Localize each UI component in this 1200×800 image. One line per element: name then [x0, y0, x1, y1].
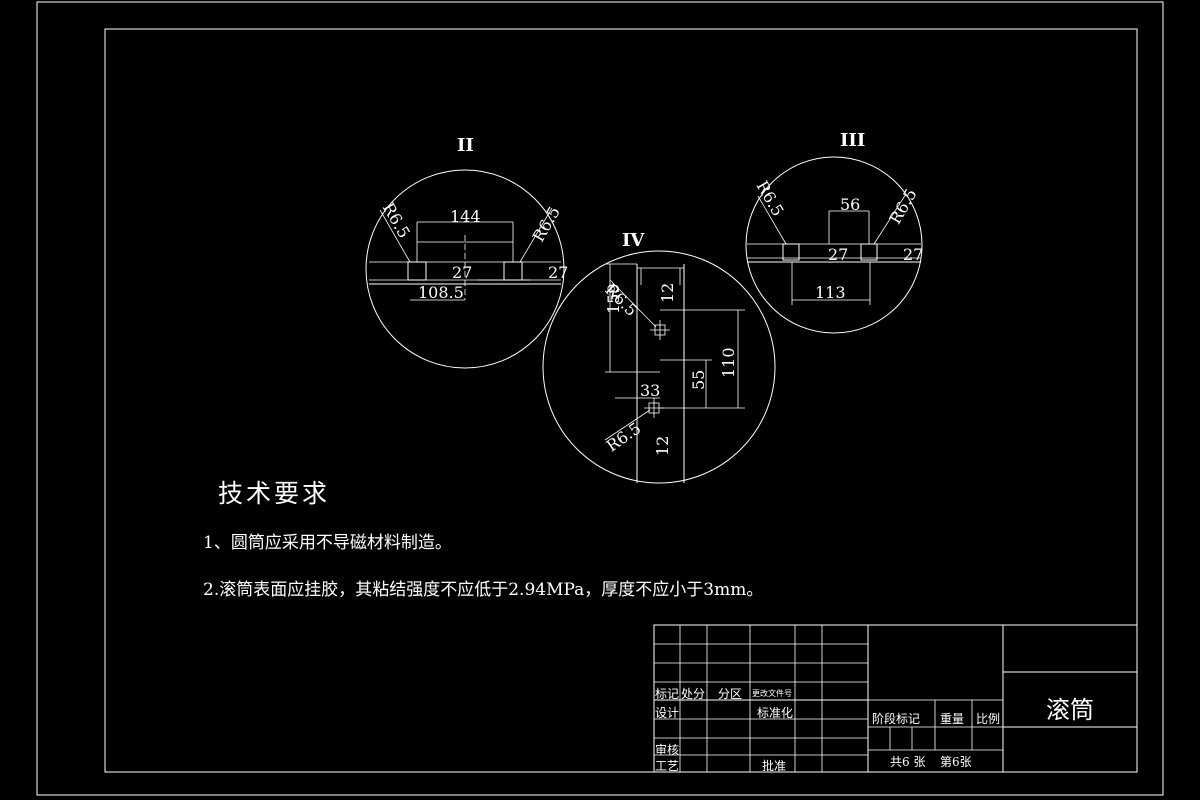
view-iv-dim-vertical-55: 55 [689, 370, 708, 390]
view-ii-dim-gap-left: 27 [452, 263, 472, 282]
tb-mark-label: 标记 [655, 687, 680, 701]
requirement-item-1: 1、圆筒应采用不导磁材料制造。 [203, 533, 452, 553]
tb-zone-label: 分区 [718, 687, 743, 701]
tb-scale-label: 比例 [976, 712, 1001, 726]
view-iv-dim-top-gap: 12 [658, 283, 677, 303]
view-iii-dim-gap-right: 27 [903, 245, 923, 264]
view-ii-dim-radius-right: R6.5 [529, 203, 564, 245]
view-iv-circle [542, 250, 776, 484]
tb-doc-no-label: 更改文件号 [752, 689, 792, 698]
view-ii-dim-width: 144 [450, 207, 481, 226]
inner-frame [104, 28, 1138, 773]
view-iii-dim-gap-left: 27 [828, 245, 848, 264]
view-iii: 56 R6.5 R6.5 27 27 113 [745, 156, 923, 334]
view-iii-dim-width: 56 [840, 195, 860, 214]
view-iv: 159 R6.5 R6.5 12 12 110 55 33 [542, 250, 776, 484]
view-iv-dim-spacing: 110 [719, 347, 738, 378]
tb-total-sheets: 共6 张 [890, 755, 926, 769]
view-ii-circle [365, 169, 565, 369]
tb-drawing-name: 滚筒 [1046, 696, 1094, 724]
tb-check-label: 审核 [655, 743, 680, 757]
view-iii-dim-radius-left: R6.5 [753, 178, 788, 220]
view-iv-dim-horizontal-33: 33 [640, 381, 660, 400]
view-iv-dim-bottom-gap: 12 [653, 436, 672, 456]
view-ii: 144 R6.5 R6.5 27 27 108.5 [365, 169, 568, 369]
outer-border [36, 1, 1164, 796]
view-iv-label: IV [622, 230, 645, 251]
requirement-item-2: 2.滚筒表面应挂胶，其粘结强度不应低于2.94MPa，厚度不应小于3mm。 [203, 580, 764, 600]
tb-count-label: 处分 [681, 687, 706, 701]
tb-stage-mark-label: 阶段标记 [872, 712, 921, 726]
tb-approve-label: 批准 [762, 759, 787, 773]
tb-design-label: 设计 [655, 706, 680, 720]
view-ii-dim-radius-left: R6.5 [379, 199, 414, 241]
view-ii-dim-offset: 108.5 [418, 283, 464, 302]
view-ii-label: II [457, 135, 474, 156]
view-iii-circle [745, 156, 923, 334]
tb-process-label: 工艺 [655, 759, 680, 773]
title-block-grid [653, 624, 1138, 773]
view-iii-label: III [840, 130, 865, 151]
view-iv-dim-height-total: 159 [604, 283, 623, 314]
tb-weight-label: 重量 [940, 712, 965, 726]
view-iii-dim-radius-right: R6.5 [885, 185, 920, 227]
tb-sheet-no: 第6张 [940, 755, 972, 769]
tb-standardize-label: 标准化 [757, 706, 794, 720]
view-iv-dim-radius-bottom: R6.5 [603, 418, 645, 455]
view-ii-dim-gap-right: 27 [548, 263, 568, 282]
requirements-title: 技术要求 [218, 479, 331, 508]
view-iii-dim-span: 113 [815, 283, 846, 302]
